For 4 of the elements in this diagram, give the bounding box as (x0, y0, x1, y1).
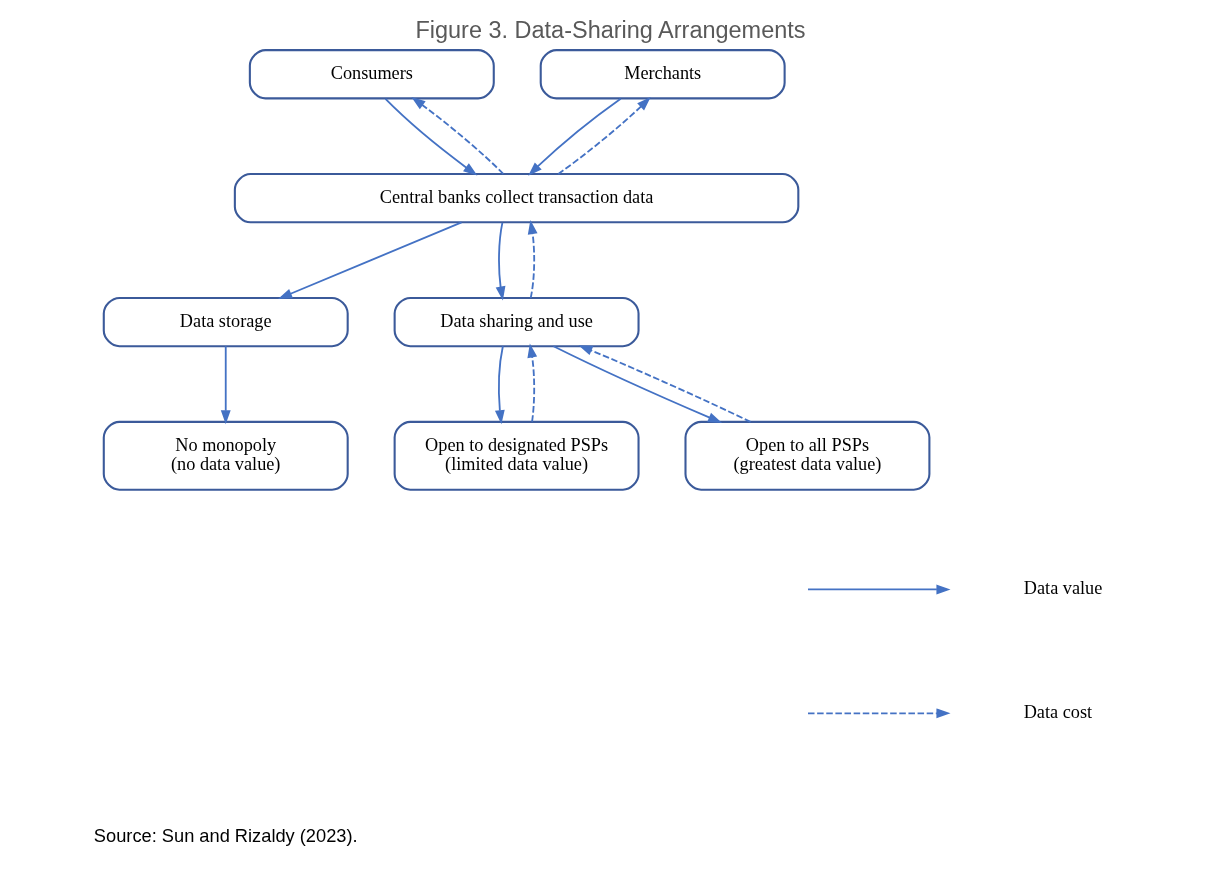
legend-label: Data value (1023, 578, 1102, 599)
legend-label: Data cost (1023, 702, 1092, 723)
caption: Source: Sun and Rizaldy (2023). (93, 825, 358, 847)
diagram-title: Figure 3. Data-Sharing Arrangements (414, 16, 806, 43)
